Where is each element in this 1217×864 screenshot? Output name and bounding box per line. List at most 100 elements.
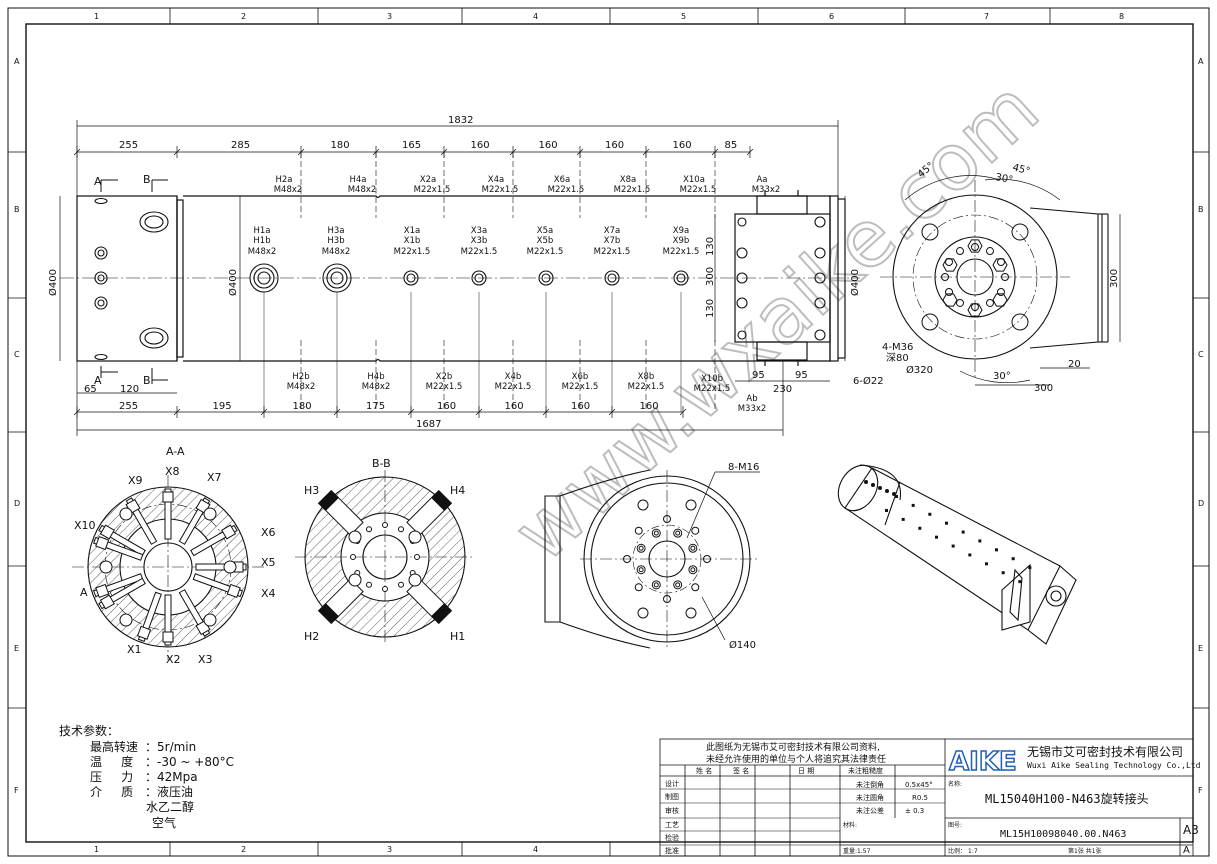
bottom-port-spec: M48x2	[362, 382, 391, 392]
iso-hole	[1011, 557, 1015, 561]
bottom-port-spec: M22x1.5	[495, 382, 532, 392]
end-small-hole	[956, 247, 964, 256]
tb-tol-1: 未注倒角	[856, 780, 884, 789]
mid-port-spec: M48x2	[322, 247, 351, 257]
bottom-port-spec: M22x1.5	[694, 384, 731, 394]
mark-a-bot: A	[94, 374, 102, 387]
iso-hole	[895, 495, 898, 498]
bottom-port-id: X10b	[701, 374, 723, 384]
top-port-spec: M48x2	[274, 185, 303, 195]
col-label-top: 4	[533, 12, 538, 21]
tech-extra-0: 水乙二醇	[146, 799, 194, 814]
bottom-segment-dim: 255	[119, 401, 138, 412]
title-block-texts: 此图纸为无锡市艾可密封技术有限公司资料, 未经允许使用的单位与个人将追究其法律责…	[696, 741, 1201, 856]
bb-port	[408, 573, 422, 587]
bottom-port-spec: M33x2	[738, 404, 767, 414]
flange-bolt-hole	[651, 528, 661, 538]
aa-x4: X4	[261, 587, 276, 600]
bottom-segment-dim: 160	[571, 401, 590, 412]
main-side-view	[60, 190, 860, 366]
flange-outer-hole	[634, 526, 643, 535]
tb-tol-3: 未注公差	[856, 806, 884, 815]
bottom-port-spec: M22x1.5	[426, 382, 463, 392]
bb-h2: H2	[304, 630, 319, 643]
tech-key-1: 温 度	[90, 754, 133, 769]
row-label-right: C	[1198, 350, 1204, 359]
end-small-hole	[986, 298, 994, 307]
tb-hdr-1: 签 名	[733, 766, 749, 775]
inner-border	[25, 23, 1194, 843]
bottom-segment-dim: 180	[293, 401, 312, 412]
bottom-segment-dim: 175	[366, 401, 385, 412]
iso-hole	[928, 512, 932, 516]
flange-diam: Ø140	[729, 639, 756, 651]
title-block-rows	[660, 788, 945, 846]
end-small-hole	[971, 243, 979, 251]
end-small-hole	[941, 273, 949, 281]
mid-port-a: X5a	[537, 226, 553, 236]
end-small-hole	[956, 298, 964, 307]
iso-cap-hole	[864, 480, 868, 484]
mid-port-b: X1b	[404, 236, 421, 246]
iso-hole	[961, 530, 965, 534]
dim-bottom-overall: 1687	[416, 419, 441, 430]
body-port-small	[471, 270, 487, 286]
aa-bolt-hole	[99, 560, 113, 574]
dim-v300: 300	[705, 267, 716, 286]
tb-company-cn: 无锡市艾可密封技术有限公司	[1027, 744, 1183, 759]
iso-hole	[945, 521, 948, 525]
dim-120: 120	[120, 384, 139, 395]
aa-x1: X1	[127, 643, 142, 656]
bb-h3: H3	[304, 484, 319, 497]
body-port-small	[538, 270, 554, 286]
end-d20: 20	[1068, 359, 1081, 370]
depth-80: 深80	[886, 352, 909, 364]
watermark: www.wxaike.com	[497, 64, 1055, 579]
angle-30b: 30°	[993, 371, 1011, 382]
tb-tolv-2: R0.5	[912, 794, 928, 802]
tb-role: 制图	[665, 792, 679, 801]
tb-hdr-2: 日 期	[798, 767, 814, 775]
tech-val-1: ：-30 ~ +80°C	[145, 755, 234, 769]
bottom-port-id: X8b	[638, 372, 655, 382]
title-block	[659, 738, 1194, 857]
tb-role: 批准	[665, 846, 679, 855]
tb-scale: 1:7	[968, 848, 978, 855]
mid-port-spec: M22x1.5	[461, 247, 498, 257]
top-port-id: H4a	[349, 175, 366, 185]
bb-small-hole	[366, 581, 372, 588]
mid-port-b: X9b	[673, 236, 690, 246]
segment-dim: 160	[605, 140, 624, 151]
bottom-port-spec: M22x1.5	[562, 382, 599, 392]
tech-val-2: ：42Mpa	[145, 770, 198, 784]
bb-small-hole	[398, 526, 404, 533]
tb-material: 材料:	[843, 821, 857, 829]
tb-role: 检验	[665, 833, 679, 842]
bottom-port-id: H2b	[292, 372, 309, 382]
body-port-small	[403, 270, 419, 286]
end-bolt-hole	[921, 223, 939, 241]
mid-port-b: H3b	[327, 236, 344, 246]
top-port-spec: M22x1.5	[680, 185, 717, 195]
tb-weight: 重量:1.57	[843, 847, 871, 855]
col-label-bottom: 1	[94, 845, 99, 854]
aa-x8: X8	[165, 465, 180, 478]
main-dim-texts: 1832 1687 65 120 95 95 230 Ø400 Ø400 Ø40…	[47, 115, 884, 430]
mark-b-bot: B	[143, 374, 151, 387]
mid-port-spec: M22x1.5	[663, 247, 700, 257]
end-hex-port	[992, 293, 1008, 307]
row-label-left: F	[14, 786, 19, 795]
top-port-id: X2a	[420, 175, 436, 185]
row-label-right: A	[1198, 57, 1204, 66]
left-cap-ports	[94, 197, 169, 361]
bb-small-hole	[382, 586, 388, 592]
dim-v130a: 130	[705, 237, 716, 256]
bottom-segment-dim: 160	[640, 401, 659, 412]
flange-bolt-hole	[636, 543, 646, 553]
top-port-id: X8a	[620, 175, 636, 185]
bb-title: B-B	[372, 457, 391, 470]
iso-hole	[978, 539, 982, 543]
end-w300: 300	[1034, 383, 1053, 394]
end-bolt-hole	[1011, 223, 1029, 241]
